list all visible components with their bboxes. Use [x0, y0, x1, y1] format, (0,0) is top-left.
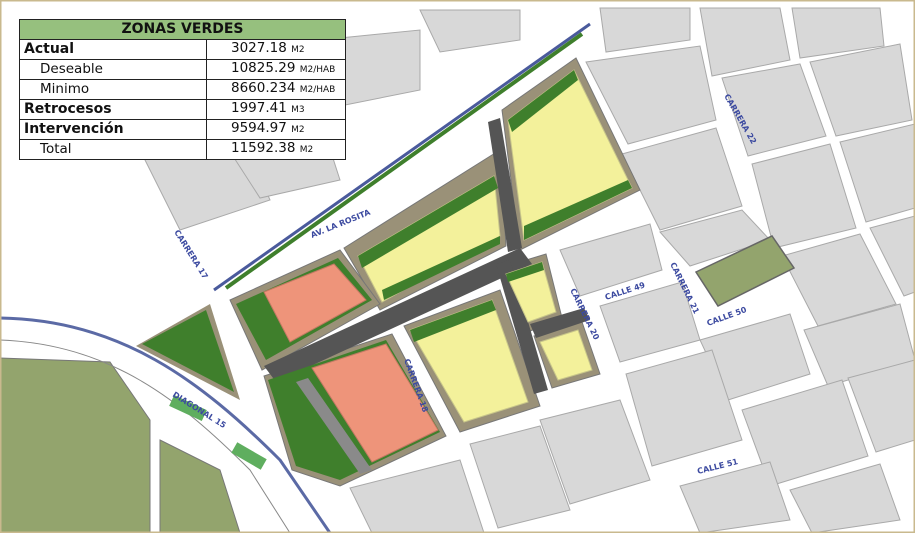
legend-value-cell: 8660.234 M2/HAB	[206, 79, 346, 100]
legend-label: Deseable	[19, 59, 207, 80]
legend-value: 3027.18	[231, 40, 287, 56]
park-large-southwest	[0, 357, 151, 533]
salmon-block-north	[263, 263, 367, 343]
legend-value-cell: 10825.29 M2/HAB	[206, 59, 346, 80]
legend-value-cell: 3027.18 M2	[206, 39, 346, 60]
legend-row-deseable: Deseable 10825.29 M2/HAB	[19, 59, 346, 80]
legend-row-retrocesos: Retrocesos 1997.41 M3	[19, 99, 346, 120]
legend-row-actual: Actual 3027.18 M2	[19, 39, 346, 60]
legend-value-cell: 11592.38 M2	[206, 139, 346, 160]
legend-row-total: Total 11592.38 M2	[19, 139, 346, 160]
diagonal-15-road	[0, 316, 332, 533]
triangle-park-green	[142, 310, 234, 392]
legend-row-minimo: Minimo 8660.234 M2/HAB	[19, 79, 346, 100]
legend-unit: M2/HAB	[299, 85, 336, 95]
legend-label: Total	[19, 139, 207, 160]
legend-value-cell: 1997.41 M3	[206, 99, 346, 120]
legend-unit: M2/HAB	[299, 65, 336, 75]
legend-header-row: ZONAS VERDES	[19, 19, 346, 40]
legend-value: 10825.29	[231, 60, 296, 76]
walkway-strip	[296, 378, 372, 474]
green-zones-legend-table: ZONAS VERDES Actual 3027.18 M2 Deseable …	[19, 19, 346, 160]
legend-value: 11592.38	[231, 140, 296, 156]
legend-value-cell: 9594.97 M2	[206, 119, 346, 140]
legend-unit: M3	[291, 105, 305, 115]
legend-unit: M2	[291, 45, 305, 55]
legend-label: Retrocesos	[19, 99, 207, 120]
legend-value: 8660.234	[231, 80, 296, 96]
legend-label: Actual	[19, 39, 207, 60]
legend-unit: M2	[299, 145, 314, 155]
park-large-south	[159, 439, 241, 533]
salmon-block-south	[311, 343, 439, 463]
legend-value: 1997.41	[231, 100, 287, 116]
legend-label: Minimo	[19, 79, 207, 100]
legend-row-intervencion: Intervención 9594.97 M2	[19, 119, 346, 140]
avenue-la-rosita-line	[213, 22, 591, 292]
legend-unit: M2	[291, 125, 305, 135]
legend-label: Intervención	[19, 119, 207, 140]
avenue-green-strip	[224, 32, 584, 290]
park-east-block	[694, 235, 796, 307]
legend-value: 9594.97	[231, 120, 287, 136]
city-blocks	[139, 7, 915, 533]
green-borders	[358, 70, 632, 342]
legend-title: ZONAS VERDES	[19, 19, 346, 40]
